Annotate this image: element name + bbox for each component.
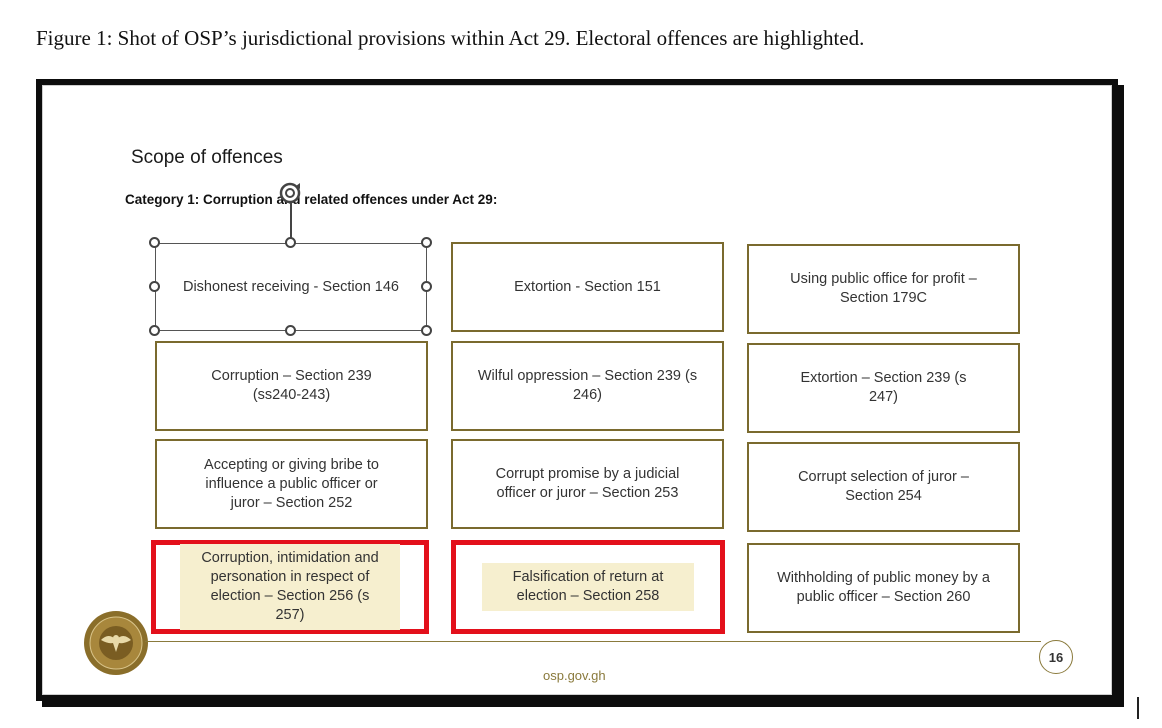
slide-frame: Scope of offences Category 1: Corruption… bbox=[36, 79, 1118, 701]
offence-text: Wilful oppression – Section 239 (s 246) bbox=[477, 368, 698, 403]
offence-text: Corruption – Section 239 (ss240-243) bbox=[211, 368, 372, 403]
offence-text: Dishonest receiving - Section 146 bbox=[182, 278, 399, 295]
page-number-badge: 16 bbox=[1039, 640, 1073, 674]
offence-text: Using public office for profit – Section… bbox=[790, 271, 977, 306]
offence-box-bribe-252[interactable]: Accepting or giving bribe to influence a… bbox=[155, 439, 428, 529]
offence-text: Extortion – Section 239 (s 247) bbox=[800, 370, 967, 405]
slide-title: Scope of offences bbox=[131, 147, 283, 168]
resize-handle-e[interactable] bbox=[421, 281, 432, 292]
figure-caption: Figure 1: Shot of OSP’s jurisdictional p… bbox=[36, 26, 865, 50]
offence-box-extortion-239[interactable]: Extortion – Section 239 (s 247) bbox=[747, 343, 1020, 433]
resize-handle-n[interactable] bbox=[285, 237, 296, 248]
resize-handle-w[interactable] bbox=[149, 281, 160, 292]
offence-text-highlighted: Falsification of return at election – Se… bbox=[482, 563, 694, 611]
offence-box-corruption-239[interactable]: Corruption – Section 239 (ss240-243) bbox=[155, 341, 428, 431]
offence-text: Corrupt selection of juror – Section 254 bbox=[798, 469, 969, 504]
offence-text: Withholding of public money by a public … bbox=[777, 570, 990, 605]
resize-handle-ne[interactable] bbox=[421, 237, 432, 248]
slide-subtitle: Category 1: Corruption and related offen… bbox=[125, 192, 498, 207]
offence-text: Extortion - Section 151 bbox=[514, 278, 661, 295]
footer-website: osp.gov.gh bbox=[543, 668, 606, 683]
offence-box-election-256[interactable]: Corruption, intimidation and personation… bbox=[151, 540, 429, 634]
rotate-handle-icon[interactable] bbox=[277, 180, 303, 206]
offence-box-withholding-260[interactable]: Withholding of public money by a public … bbox=[747, 543, 1020, 633]
footer-divider bbox=[145, 641, 1041, 642]
offence-box-wilful-oppression[interactable]: Wilful oppression – Section 239 (s 246) bbox=[451, 341, 724, 431]
resize-handle-se[interactable] bbox=[421, 325, 432, 336]
resize-handle-sw[interactable] bbox=[149, 325, 160, 336]
osp-seal-logo bbox=[84, 611, 148, 675]
offence-box-public-office-profit[interactable]: Using public office for profit – Section… bbox=[747, 244, 1020, 334]
offence-text-highlighted: Corruption, intimidation and personation… bbox=[180, 544, 400, 630]
slide: Scope of offences Category 1: Corruption… bbox=[42, 85, 1112, 695]
offence-text: Accepting or giving bribe to influence a… bbox=[204, 456, 379, 511]
offence-box-extortion-151[interactable]: Extortion - Section 151 bbox=[451, 242, 724, 332]
resize-handle-nw[interactable] bbox=[149, 237, 160, 248]
offence-box-falsification-258[interactable]: Falsification of return at election – Se… bbox=[451, 540, 725, 634]
offence-text: Corrupt promise by a judicial officer or… bbox=[495, 466, 680, 501]
offence-box-juror-selection-254[interactable]: Corrupt selection of juror – Section 254 bbox=[747, 442, 1020, 532]
text-cursor bbox=[1137, 697, 1139, 719]
offence-box-corrupt-promise-253[interactable]: Corrupt promise by a judicial officer or… bbox=[451, 439, 724, 529]
resize-handle-s[interactable] bbox=[285, 325, 296, 336]
rotate-handle-stem bbox=[290, 202, 292, 238]
offence-box-dishonest-receiving[interactable]: Dishonest receiving - Section 146 bbox=[155, 243, 427, 331]
